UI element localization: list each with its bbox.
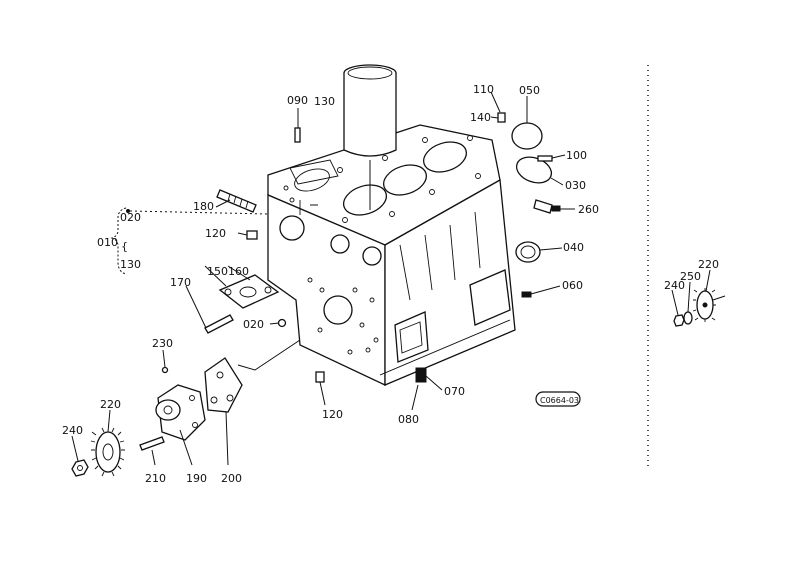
group-brace: { (121, 240, 128, 253)
drain-plug (521, 285, 561, 298)
callout-020-group: 020 (120, 211, 141, 224)
oil-seal (515, 241, 563, 263)
callout-160: 160 (228, 265, 249, 278)
callout-010: 010 (97, 236, 118, 249)
callout-110: 110 (473, 83, 494, 96)
callout-240: 240 (62, 424, 83, 437)
plug-lower (315, 371, 326, 406)
idle-gear-shaft (215, 189, 257, 213)
flange-bolt (185, 285, 234, 334)
cover-plate (511, 96, 543, 150)
callout-150: 150 (207, 265, 228, 278)
callout-030: 030 (565, 179, 586, 192)
callout-120-lower: 120 (322, 408, 343, 421)
callout-130-group: 130 (120, 258, 141, 271)
callout-220: 220 (100, 398, 121, 411)
callout-080: 080 (398, 413, 419, 426)
figure-code: C0664-03 (540, 396, 579, 405)
plug (490, 91, 506, 123)
figure-code-badge (535, 391, 581, 407)
dowel-pin (126, 209, 287, 328)
bolt (537, 154, 566, 162)
pump-bolt (139, 436, 165, 466)
callout-140: 140 (470, 111, 491, 124)
callout-020: 020 (243, 318, 264, 331)
callout-180: 180 (193, 200, 214, 213)
callout-090: 090 (287, 94, 308, 107)
callout-040: 040 (563, 241, 584, 254)
callout-260: 260 (578, 203, 599, 216)
plug-bottom (411, 367, 443, 411)
drive-gear (90, 409, 125, 477)
callout-100: 100 (566, 149, 587, 162)
callout-220-inset: 220 (698, 258, 719, 271)
oil-pressure-switch (533, 199, 575, 214)
flange-cover (204, 265, 280, 309)
callout-240-inset: 240 (664, 279, 685, 292)
callout-250: 250 (680, 270, 701, 283)
gasket-ring (515, 156, 564, 186)
callout-200: 200 (221, 472, 242, 485)
pump-cover (204, 357, 243, 466)
gear-nut (71, 435, 89, 477)
callout-120-upper: 120 (205, 227, 226, 240)
plug-front (237, 230, 258, 240)
callout-170: 170 (170, 276, 191, 289)
leader-line (237, 339, 301, 371)
group-bracket (110, 207, 127, 275)
callout-070: 070 (444, 385, 465, 398)
callout-210: 210 (145, 472, 166, 485)
pin (161, 349, 169, 374)
cylinder-block (267, 124, 516, 387)
callout-230: 230 (152, 337, 173, 350)
callout-130: 130 (314, 95, 335, 108)
inset-gear (692, 269, 726, 322)
stud-bolt (294, 108, 301, 143)
callout-060: 060 (562, 279, 583, 292)
callout-190: 190 (186, 472, 207, 485)
cylinder-liner (343, 64, 397, 210)
oil-pump (155, 384, 206, 466)
inset-nut (671, 289, 685, 327)
inset-washer (683, 281, 693, 325)
callout-050: 050 (519, 84, 540, 97)
